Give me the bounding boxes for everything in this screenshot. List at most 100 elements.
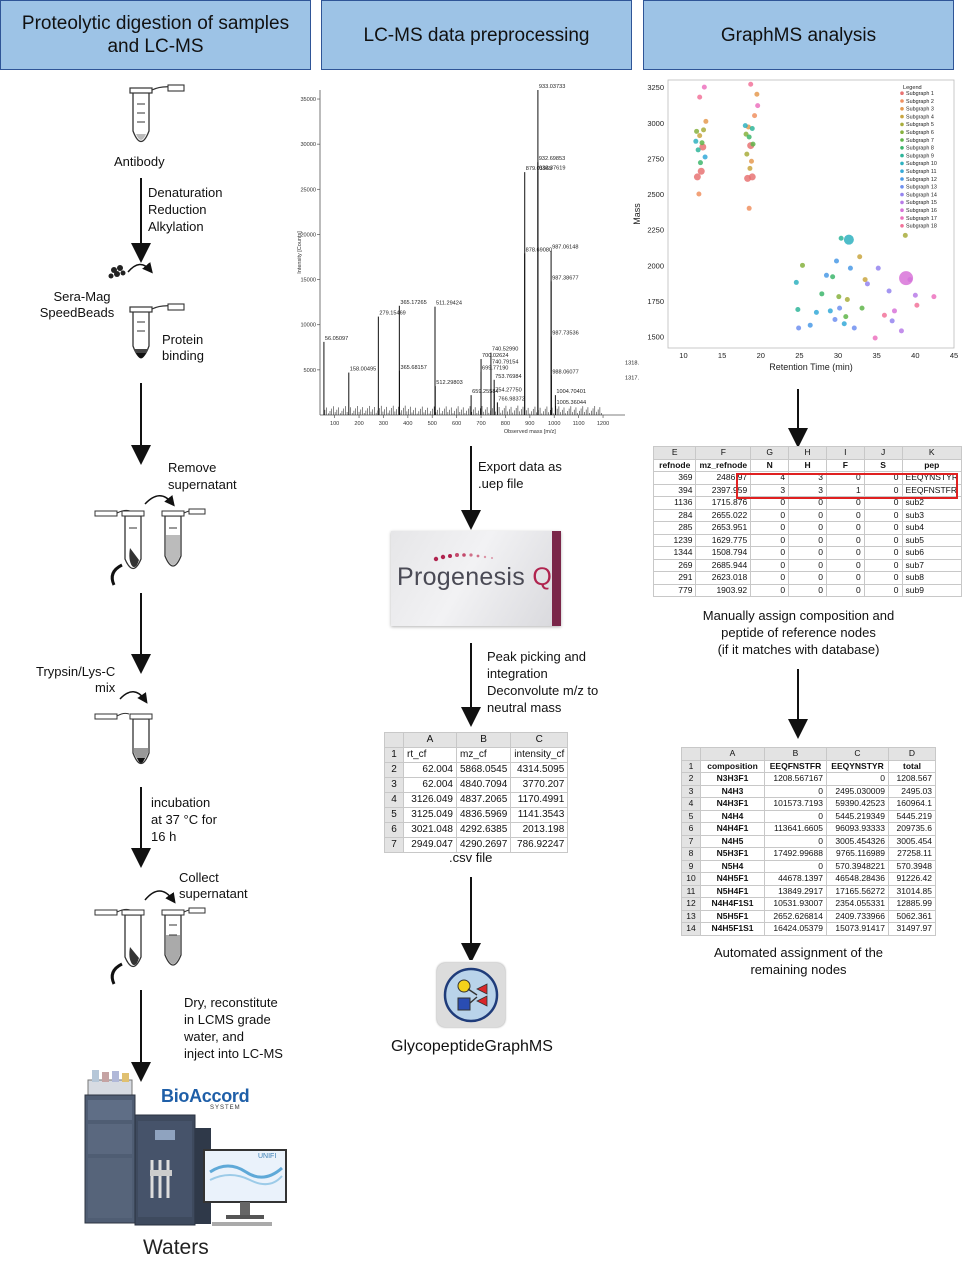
scatter-y-tick-label: 2000 (647, 261, 664, 270)
scatter-legend-label: Subgraph 9 (906, 153, 934, 159)
table-cell: 17492.99688 (764, 847, 827, 861)
scatter-point (697, 167, 705, 175)
trypsin-label-2: mix (95, 680, 116, 695)
scatter-point (748, 173, 756, 181)
table-cell: mz_cf (455, 747, 512, 763)
table-row: 779 1903.92 0 0 0 0 sub9 (652, 583, 962, 597)
ref-header-cell: H (788, 458, 827, 472)
scatter-point (823, 272, 829, 278)
scatter-point (912, 292, 918, 298)
table-cell: 0 (788, 546, 827, 560)
scatter-point (872, 335, 878, 341)
manual-assign-label-2: peptide of reference nodes (721, 625, 876, 640)
ref-col-k: K (901, 446, 962, 460)
scatter-legend-marker (900, 192, 904, 197)
scatter-legend-marker (900, 200, 904, 205)
scatter-point (851, 325, 857, 331)
ms-peak-label: 740.79154 (492, 359, 518, 365)
table-cell: N5H4F1 (700, 884, 765, 898)
ms-peak-label: 511.29424 (436, 301, 462, 307)
scatter-point (843, 314, 849, 320)
ms-peak-label: 700.02624 (482, 353, 508, 359)
scatter-legend-marker (900, 169, 904, 173)
table-cell: 284 (652, 508, 697, 522)
table-cell: 2652.626814 (764, 909, 827, 923)
unifi-logo: UNIFI (258, 1153, 277, 1160)
remove-supernatant-tubes-icon (94, 508, 206, 586)
table-cell: 1208.567167 (764, 772, 827, 786)
table-cell: sub3 (901, 508, 962, 522)
glycopeptide-app-icon[interactable] (437, 963, 505, 1027)
scatter-point (889, 318, 895, 324)
ms-peak-label: 987.38677 (552, 275, 578, 281)
beads-label-2: SpeedBeads (39, 305, 115, 320)
manual-assign-label-1: Manually assign composition and (702, 608, 895, 623)
table-cell: 0 (863, 508, 903, 522)
app-logo-icon (443, 967, 499, 1023)
table-cell: 1239 (652, 533, 697, 547)
scatter-legend-label: Subgraph 1 (906, 91, 934, 97)
table-cell: 0 (750, 558, 790, 572)
comp-col-d: D (888, 747, 936, 761)
scatter-legend-marker (900, 107, 904, 111)
table-row: 6 3021.048 4292.6385 2013.198 (384, 822, 569, 838)
table-cell: 5445.219349 (826, 809, 889, 823)
table-cell: sub4 (901, 521, 962, 535)
ref-header-cell: S (863, 458, 903, 472)
table-cell: N5H3F1 (700, 847, 765, 861)
table-cell: 31497.97 (888, 922, 936, 936)
table-cell: 0 (788, 571, 827, 585)
table-cell: 4836.5969 (455, 807, 512, 823)
table-cell: 44678.1397 (764, 872, 827, 886)
scatter-x-tick-label: 45 (950, 351, 958, 360)
scatter-legend-marker (900, 224, 904, 228)
scatter-point (796, 325, 802, 331)
table-cell: 0 (863, 521, 903, 535)
ms-y-tick-label: 5000 (304, 368, 316, 374)
row-number: 13 (681, 909, 701, 923)
row-number: 7 (681, 834, 701, 848)
scatter-y-tick-label: 2750 (647, 154, 664, 163)
table-cell: 0 (863, 583, 903, 597)
row-number: 4 (384, 792, 404, 808)
reduction-label: Reduction (148, 202, 207, 217)
ms-peak-label: 1004.70401 (556, 389, 586, 395)
table-cell: rt_cf (403, 747, 457, 763)
reference-node-table: E F G H I J K refnode mz_refnode N H F S… (652, 446, 962, 597)
scatter-y-tick-label: 3250 (647, 83, 664, 92)
table-cell: 13849.2917 (764, 884, 827, 898)
progenesis-name: Progenesis (397, 563, 526, 591)
table-cell: 394 (652, 483, 697, 497)
row-number: 2 (384, 762, 404, 778)
ms-x-tick-label: 800 (501, 421, 510, 427)
table-cell: 2354.055331 (826, 897, 889, 911)
scatter-point (859, 305, 865, 311)
bioaccord-logo: BioAccord (161, 1086, 250, 1106)
ms-peak-label: 1317. (625, 376, 639, 382)
table-cell: 291 (652, 571, 697, 585)
ms-peak-label: 1318. (625, 360, 639, 366)
table-row: 291 2623.018 0 0 0 0 sub8 (652, 571, 962, 585)
ms-y-tick-label: 25000 (300, 187, 316, 193)
scatter-point (832, 316, 838, 322)
comp-col-c: C (826, 747, 889, 761)
table-cell: 3005.454326 (826, 834, 889, 848)
scatter-point (837, 305, 843, 311)
comp-col-b: B (764, 747, 827, 761)
scatter-y-axis-title: Mass (632, 203, 642, 225)
scatter-point (841, 321, 847, 327)
col3-arrows (788, 389, 808, 739)
export-label-2: .uep file (478, 476, 524, 491)
csv-col-c: C (510, 732, 569, 748)
ms-x-tick-label: 1000 (548, 421, 560, 427)
scatter-point (695, 147, 701, 153)
progenesis-logo: Progenesis QI (391, 531, 561, 626)
scatter-legend-label: Subgraph 10 (906, 161, 937, 167)
table-cell: 2623.018 (695, 571, 752, 585)
binding-tube-icon (129, 303, 185, 359)
scatter-point (857, 254, 863, 260)
